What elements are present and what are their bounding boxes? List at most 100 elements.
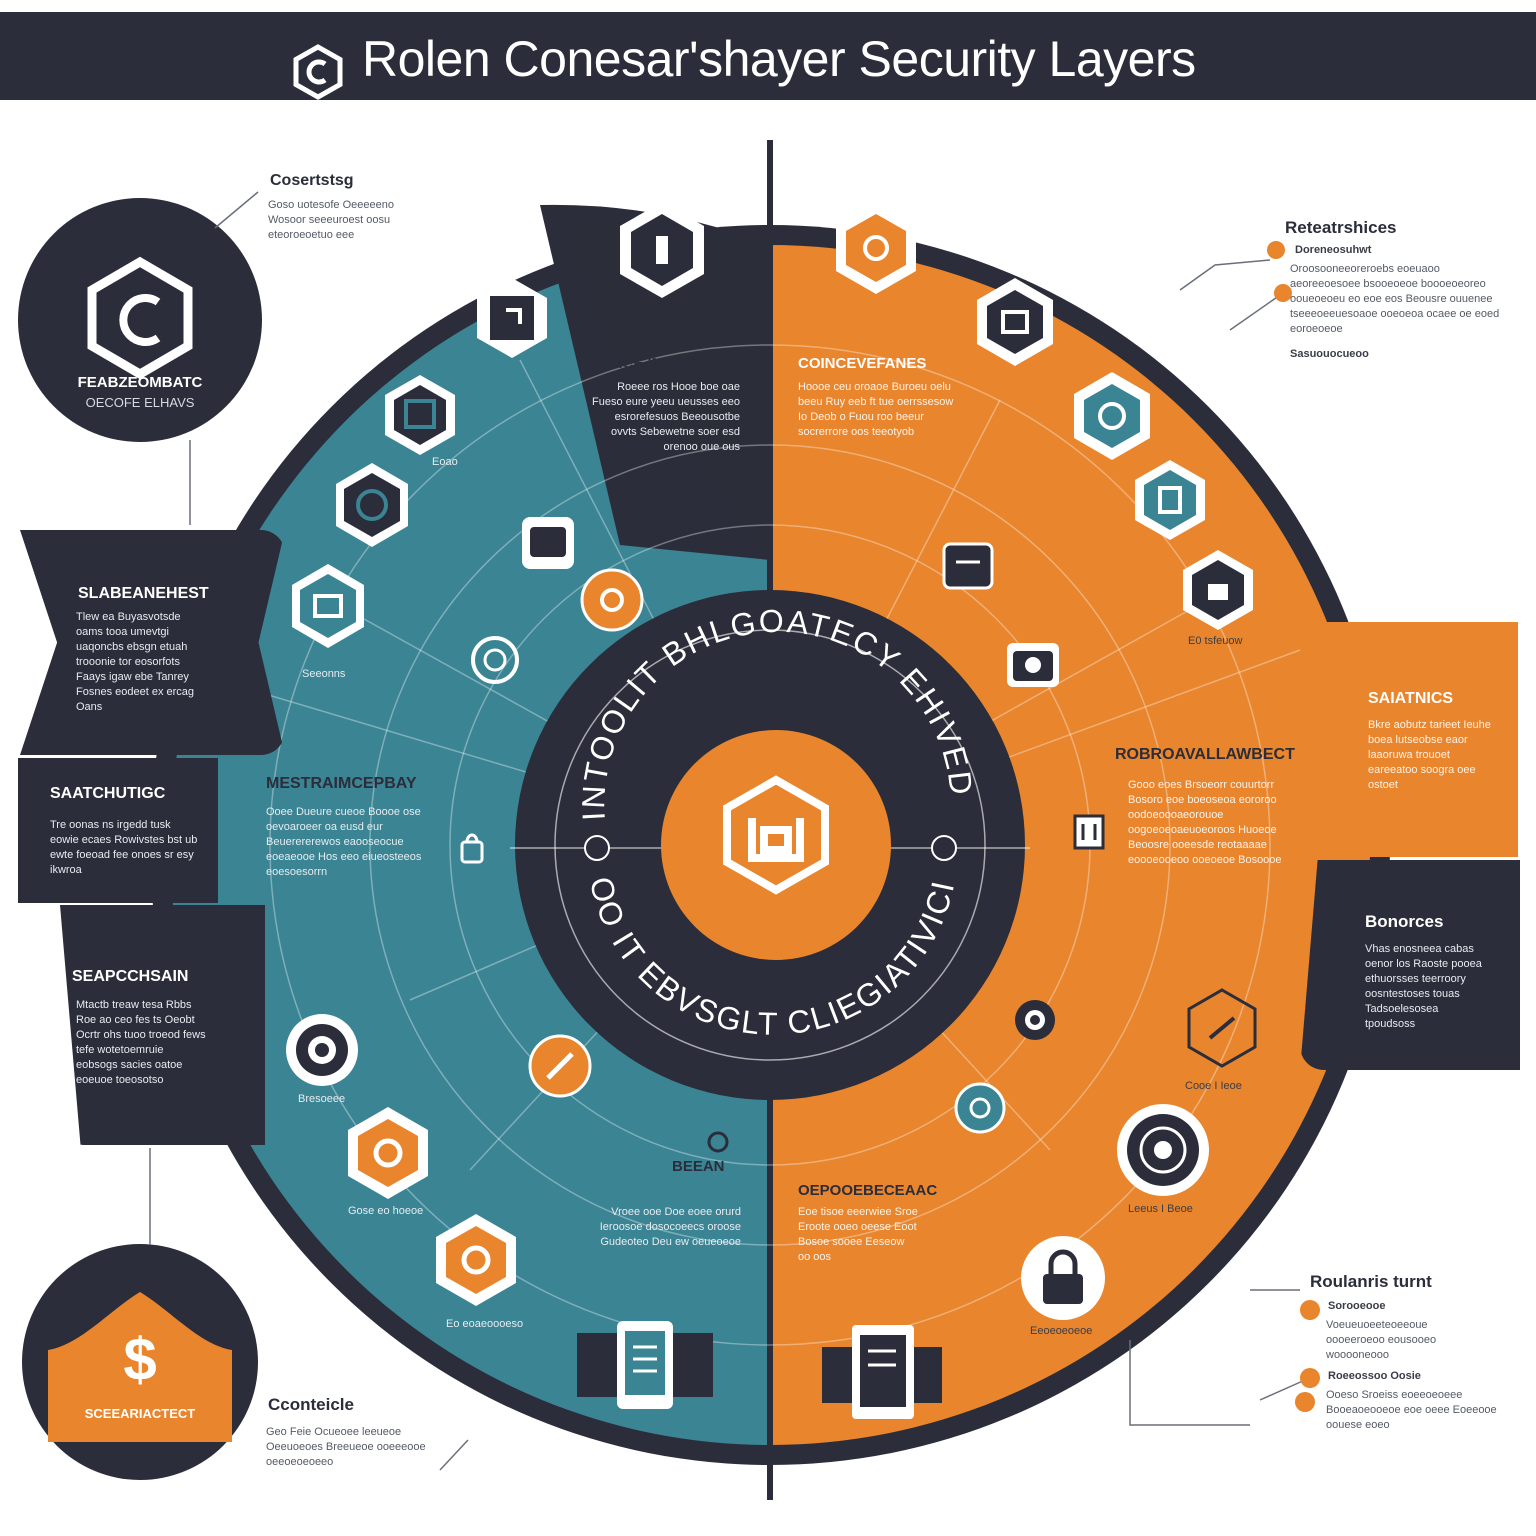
hex-icons-orange [822,202,1257,1419]
hexagon-logo-icon [87,256,193,380]
left-panel-1 [20,530,285,755]
annotation-bottom-left-text: Geo Feie Ocueoee leeueoe Oeeuoeoes Breeu… [266,1426,426,1468]
annotation-connectors [149,191,1306,1471]
axis-node-right-icon [931,835,957,861]
hex-orange-icon-2 [436,1214,516,1306]
icon-label-teal-upper: Eoao [432,456,458,468]
icon-label-orange-lower: Leeus I Beoe [1128,1203,1193,1215]
icon-label-orange-bottom: Eeoeoeoeoe [1030,1325,1093,1337]
page-title: Rolen Conesar'shayer Security Layers [362,31,1196,87]
teal-bottom-title: BEEAN [672,1158,725,1175]
annotation-top-right-title: Reteatrshices [1285,218,1397,237]
lock-small-icon [460,833,484,864]
bottom-left-badge-label: SCEEARIACTECT [85,1406,196,1421]
right-panel-1-title: SAIATNICS [1368,690,1454,707]
teal-bottom-text: Vroee ooe Doe eoee orurd Ieroosoe dosoco… [599,1206,741,1248]
teal-top-text: Roeee ros Hooe boe oae Fueso eure yeeu u… [592,381,740,453]
left-panel-2-text: Tre oonas ns irgedd tusk eowie ecaes Row… [50,819,198,876]
orange-top-title: COINCEVEFANES [798,355,927,372]
icon-label-orange-right: Cooe I Ieoe [1185,1080,1242,1092]
hex-terminal-icon [620,202,704,298]
annotation-bottom-right-sub: Sorooeooe [1328,1300,1386,1312]
left-panel-2 [18,758,218,903]
orange-mid-text: Gooo eoes Brsoeorr couurtorr Bosoro eoe … [1128,779,1282,866]
orange-half [770,245,1370,1445]
center-ring-line [554,629,986,1061]
document-list-icon [822,1325,942,1419]
orange-mid-title: ROBROAVALLAWBECT [1115,746,1295,763]
annotation-bullets [1267,241,1320,1412]
top-left-badge-title: FEABZEOMBATC [78,374,203,391]
hex-search-icon [836,202,916,294]
top-left-badge [18,198,262,442]
teal-mid-text: Ooee Dueure cueoe Boooe ose oevoaroeer o… [266,806,422,878]
icon-label-teal-bottom2: Eo eoaeoooeso [446,1318,524,1330]
settings-gear-icon [1015,1000,1055,1040]
hex-badge-icon [1074,372,1150,460]
padlock-icon [1021,1236,1105,1320]
right-panel-orange [1318,622,1518,857]
orange-top-text: Hoooe ceu oroaoe Buroeu oelu beeu Ruy ee… [798,381,954,438]
left-panel-3 [60,905,265,1145]
icon-label-teal-left: Seeonns [302,668,346,680]
annotation-top-left-text: Goso uotesofe Oeeeeeno Wosoor seeeuroest… [268,199,394,241]
circle-tool-icon [954,1082,1006,1134]
icon-label-orange-upper: E0 tsfeuow [1188,635,1243,647]
bottom-left-badge [22,1244,258,1480]
guide-ring-outer [269,344,1271,1346]
hex-file-icon [1135,460,1205,540]
hex-outline-icon [1187,988,1257,1068]
left-panel-2-title: SAATCHUTIGC [50,785,166,802]
circle-key-icon [580,568,644,632]
server-icon [1073,814,1105,850]
right-panel-2-text: Vhas enosneea cabas oenor los Raoste poo… [1365,943,1482,1030]
annotation-bottom-right-text2: Ooeso Sroeiss eoeeoeoeee Booeaoeooeoe eo… [1326,1389,1497,1431]
icon-label-teal-bottom: Gose eo hoeoe [348,1205,424,1217]
annotation-top-right-sub2: Sasuouocueoo [1290,348,1369,360]
hex-vault-icon [336,463,408,547]
annotation-top-right-sub: Doreneosuhwt [1295,244,1372,256]
left-panel-3-text: Mtactb treaw tesa Rbbs Roe ao ceo fes ts… [76,999,206,1086]
target-shield-icon [286,1014,358,1086]
annotation-bottom-left-title: Cconteicle [268,1395,354,1414]
center-shield-icon [723,775,829,895]
hex-cursor-icon [477,278,547,358]
hex-lock-icon [1183,550,1253,630]
hex-shield-icon [977,278,1053,366]
hex-folder-icon [385,375,455,455]
dollar-icon: $ [123,1326,156,1393]
right-panel-1-text: Bkre aobutz tarieet Ieuhe boea lutseobse… [1368,719,1491,791]
dark-wedge-2 [560,215,770,560]
circle-pen-icon [528,1034,592,1098]
orange-bottom-text: Eoe tisoe eeerwiee Sroe Eroote ooeo oees… [798,1206,918,1263]
small-ring-icon [707,1131,729,1153]
monitor-icon [942,542,994,590]
annotation-bottom-right-title: Roulanris turnt [1310,1272,1432,1291]
teal-mid-title: MESTRAIMCEPBAY [266,775,417,792]
gear-icon [471,636,519,684]
right-panel-2-title: Bonorces [1365,912,1444,931]
guide-ring-middle [369,444,1171,1246]
left-panel-1-text: Tlew ea Buyasvotsde oams tooa umevtgi ua… [76,611,195,713]
left-panel-1-title: SLABEANEHEST [78,585,209,602]
camera-icon [1007,643,1059,687]
left-panel-3-title: SEAPCCHSAIN [72,968,189,985]
orange-bottom-title: OEPOOEBECEAAC [798,1182,938,1199]
header-bar: Rolen Conesar'shayer Security Layers [0,12,1536,100]
shield-target-icon [1117,1104,1209,1196]
annotation-bottom-right-sub2: Roeeossoo Oosie [1328,1370,1421,1382]
hex-orange-icon [348,1107,428,1199]
hexagon-logo-icon [293,44,343,100]
right-panel-dark [1300,860,1520,1070]
annotation-top-right-text: Oroosooneeoreroebs eoeuaoo aeoreeoesoee … [1290,263,1500,335]
top-left-badge-sub: OECOFE ELHAVS [86,395,195,410]
axis-node-left-icon [584,835,610,861]
document-tablet-icon [577,1321,713,1409]
annotation-bottom-right-text: Voeueuoeeteoeeoue oooeeroeoo eousooeo wo… [1326,1319,1437,1361]
hex-chat-icon [522,517,574,569]
hex-database-icon [292,564,364,648]
annotation-top-left-title: Cosertstsg [270,172,354,189]
center-core [661,730,891,960]
teal-top-title: EMCE IMEOIEY [600,355,711,372]
